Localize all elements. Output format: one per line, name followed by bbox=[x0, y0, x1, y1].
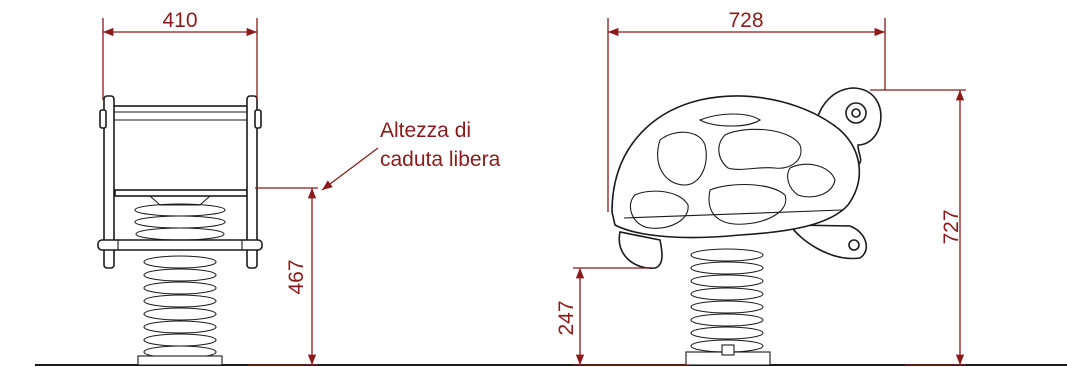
front-height-label: 467 bbox=[285, 259, 308, 294]
front-width-label: 410 bbox=[162, 9, 197, 32]
dimension-side-width: 728 bbox=[607, 9, 886, 212]
free-fall-annotation: Altezza di caduta libera bbox=[321, 119, 501, 191]
turtle-rear-flipper bbox=[788, 224, 868, 260]
front-left-board bbox=[103, 95, 115, 269]
turtle-front-flipper bbox=[618, 231, 663, 269]
dimension-side-height: 727 bbox=[870, 89, 966, 366]
turtle-scute bbox=[657, 131, 707, 186]
front-body bbox=[109, 105, 253, 191]
turtle-scute bbox=[630, 190, 689, 229]
annotation-line-2: caduta libera bbox=[380, 148, 501, 171]
side-height-label: 727 bbox=[940, 209, 963, 244]
turtle-scute bbox=[787, 163, 836, 198]
dimension-front-width: 410 bbox=[102, 9, 258, 100]
turtle-scute bbox=[708, 184, 787, 225]
side-width-label: 728 bbox=[728, 9, 763, 32]
front-footrest bbox=[97, 239, 263, 251]
turtle-scute bbox=[718, 128, 802, 170]
seat-height-label: 247 bbox=[555, 300, 578, 335]
front-spring bbox=[134, 203, 226, 366]
dimension-seat-height: 247 bbox=[555, 267, 690, 366]
front-right-board bbox=[246, 95, 258, 269]
turtle-shell bbox=[611, 95, 861, 239]
annotation-line-1: Altezza di bbox=[380, 119, 471, 142]
turtle-scute bbox=[698, 113, 761, 127]
side-view-turtle bbox=[611, 87, 882, 366]
front-view bbox=[97, 95, 263, 366]
dimension-front-height: 467 bbox=[248, 187, 318, 366]
side-spring bbox=[685, 248, 771, 366]
